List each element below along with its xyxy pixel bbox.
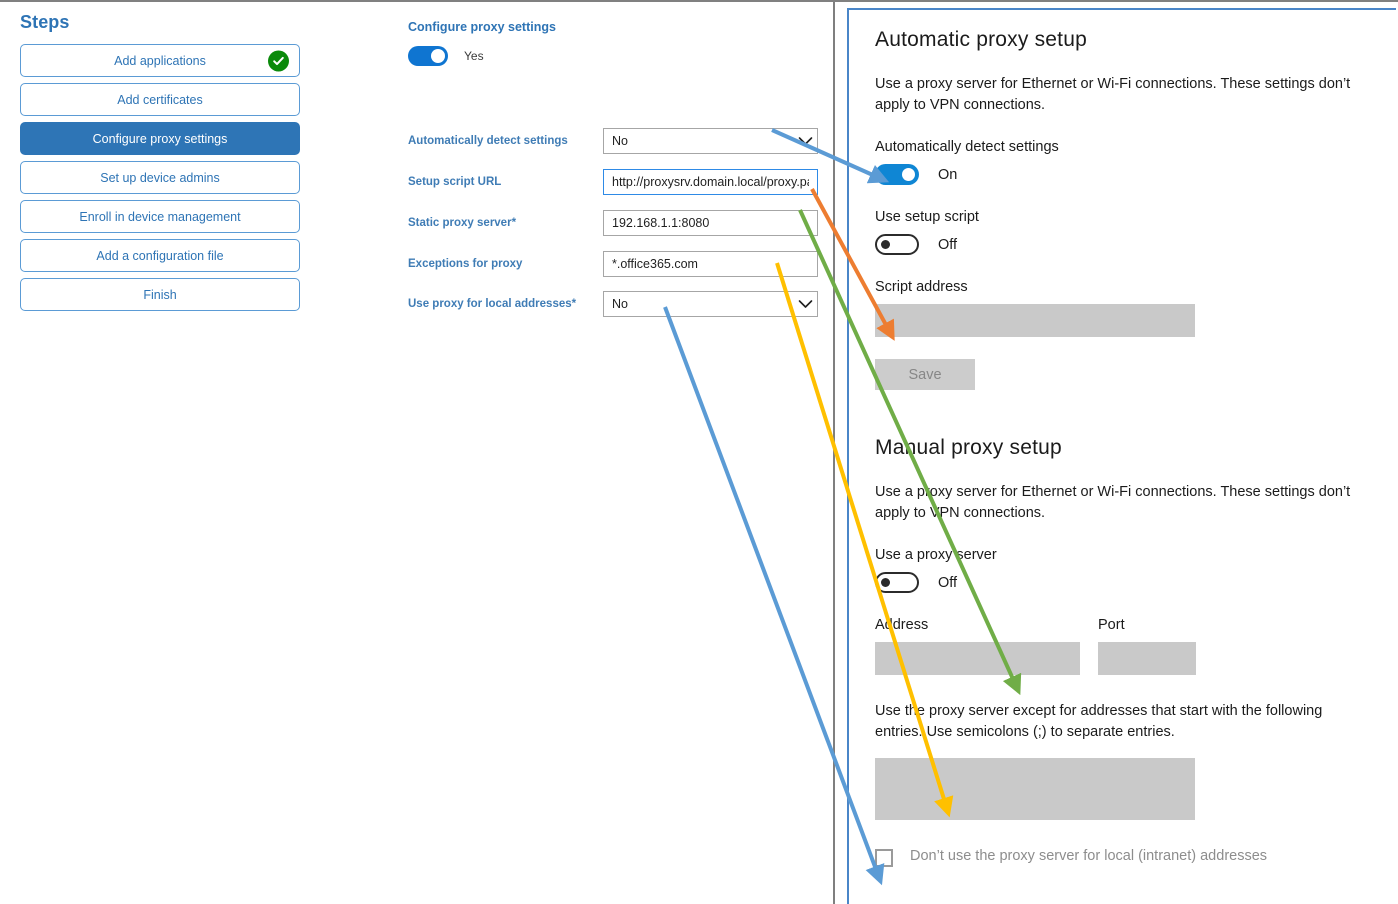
field-label: Static proxy server* bbox=[408, 217, 517, 229]
step-add-certificates[interactable]: Add certificates bbox=[20, 83, 300, 116]
step-enroll-in-device-management[interactable]: Enroll in device management bbox=[20, 200, 300, 233]
exceptions-input[interactable] bbox=[875, 758, 1195, 821]
use-proxy-for-local-addresses-select[interactable]: No bbox=[603, 291, 818, 317]
address-label: Address bbox=[875, 617, 929, 634]
step-label: Add a configuration file bbox=[96, 248, 224, 263]
steps-panel: Steps Add applications Add certificates … bbox=[0, 2, 330, 904]
proxy-form-panel: Configure proxy settings Yes Automatical… bbox=[340, 2, 833, 904]
bypass-local-row: Don’t use the proxy server for local (in… bbox=[875, 848, 1370, 868]
step-set-up-device-admins[interactable]: Set up device admins bbox=[20, 161, 300, 194]
step-label: Add certificates bbox=[117, 92, 203, 107]
bypass-local-checkbox[interactable] bbox=[875, 849, 893, 868]
step-add-applications[interactable]: Add applications bbox=[20, 44, 300, 77]
step-label: Add applications bbox=[114, 53, 206, 68]
steps-title: Steps bbox=[20, 12, 70, 32]
use-setup-script-label: Use setup script bbox=[875, 209, 979, 226]
script-address-label: Script address bbox=[875, 279, 968, 296]
field-label: Automatically detect settings bbox=[408, 135, 568, 147]
automatic-proxy-description: Use a proxy server for Ethernet or Wi-Fi… bbox=[875, 76, 1351, 113]
automatic-proxy-setup-heading: Automatic proxy setup bbox=[875, 28, 1087, 51]
windows-proxy-settings-panel: Automatic proxy setup Use a proxy server… bbox=[847, 8, 1396, 904]
toggle-knob bbox=[902, 168, 915, 182]
input-value: *.office365.com bbox=[612, 257, 698, 271]
step-label: Set up device admins bbox=[100, 170, 220, 185]
chevron-down-icon bbox=[798, 136, 813, 146]
use-a-proxy-server-label: Use a proxy server bbox=[875, 547, 997, 564]
script-address-input[interactable] bbox=[875, 304, 1195, 338]
automatically-detect-settings-select[interactable]: No bbox=[603, 128, 818, 154]
configure-proxy-toggle-row: Yes bbox=[408, 46, 484, 66]
form-title: Configure proxy settings bbox=[408, 20, 556, 34]
required-marker: * bbox=[571, 298, 577, 310]
check-circle-icon bbox=[268, 50, 289, 71]
use-a-proxy-server-toggle[interactable] bbox=[875, 572, 919, 594]
manual-proxy-description: Use a proxy server for Ethernet or Wi-Fi… bbox=[875, 484, 1351, 521]
select-value: No bbox=[612, 134, 628, 148]
required-marker: * bbox=[511, 217, 517, 229]
field-label: Setup script URL bbox=[408, 176, 502, 188]
port-label: Port bbox=[1098, 617, 1125, 634]
manual-proxy-setup-heading: Manual proxy setup bbox=[875, 436, 1062, 460]
field-label: Use proxy for local addresses* bbox=[408, 298, 577, 310]
use-a-proxy-server-state: Off bbox=[938, 574, 958, 591]
exceptions-description: Use the proxy server except for addresse… bbox=[875, 703, 1323, 740]
auto-detect-settings-label: Automatically detect settings bbox=[875, 139, 1059, 156]
use-setup-script-toggle-row: Off bbox=[875, 234, 1370, 256]
static-proxy-server-input[interactable]: 192.168.1.1:8080 bbox=[603, 210, 818, 236]
step-label: Finish bbox=[143, 287, 177, 302]
toggle-knob bbox=[431, 49, 445, 63]
address-field-group: Address bbox=[875, 617, 1080, 676]
step-finish[interactable]: Finish bbox=[20, 278, 300, 311]
use-setup-script-state: Off bbox=[938, 236, 958, 253]
step-configure-proxy-settings[interactable]: Configure proxy settings bbox=[20, 122, 300, 155]
input-value: http://proxysrv.domain.local/proxy.pa bbox=[612, 175, 809, 189]
address-input[interactable] bbox=[875, 642, 1080, 676]
port-field-group: Port bbox=[1098, 617, 1196, 676]
configure-proxy-toggle[interactable] bbox=[408, 46, 448, 66]
top-divider bbox=[0, 0, 1398, 2]
auto-detect-settings-toggle[interactable] bbox=[875, 164, 919, 186]
address-port-row: Address Port bbox=[875, 617, 1370, 676]
use-a-proxy-server-toggle-row: Off bbox=[875, 572, 1370, 594]
toggle-knob bbox=[881, 578, 890, 588]
chevron-down-icon bbox=[798, 299, 813, 309]
port-input[interactable] bbox=[1098, 642, 1196, 676]
field-label: Exceptions for proxy bbox=[408, 258, 523, 270]
steps-list: Add applications Add certificates Config… bbox=[20, 44, 300, 317]
auto-detect-settings-toggle-row: On bbox=[875, 164, 1370, 186]
input-value: 192.168.1.1:8080 bbox=[612, 216, 710, 230]
panel-divider bbox=[833, 2, 835, 904]
bypass-local-label: Don’t use the proxy server for local (in… bbox=[910, 848, 1268, 865]
select-value: No bbox=[612, 297, 628, 311]
save-button-label: Save bbox=[908, 366, 942, 383]
save-button[interactable]: Save bbox=[875, 359, 975, 391]
toggle-knob bbox=[881, 240, 890, 250]
use-setup-script-toggle[interactable] bbox=[875, 234, 919, 256]
exceptions-for-proxy-input[interactable]: *.office365.com bbox=[603, 251, 818, 277]
step-add-a-configuration-file[interactable]: Add a configuration file bbox=[20, 239, 300, 272]
step-label: Configure proxy settings bbox=[92, 131, 228, 146]
auto-detect-settings-state: On bbox=[938, 166, 958, 183]
setup-script-url-input[interactable]: http://proxysrv.domain.local/proxy.pa bbox=[603, 169, 818, 195]
step-label: Enroll in device management bbox=[79, 209, 241, 224]
configure-proxy-toggle-value: Yes bbox=[464, 49, 484, 63]
